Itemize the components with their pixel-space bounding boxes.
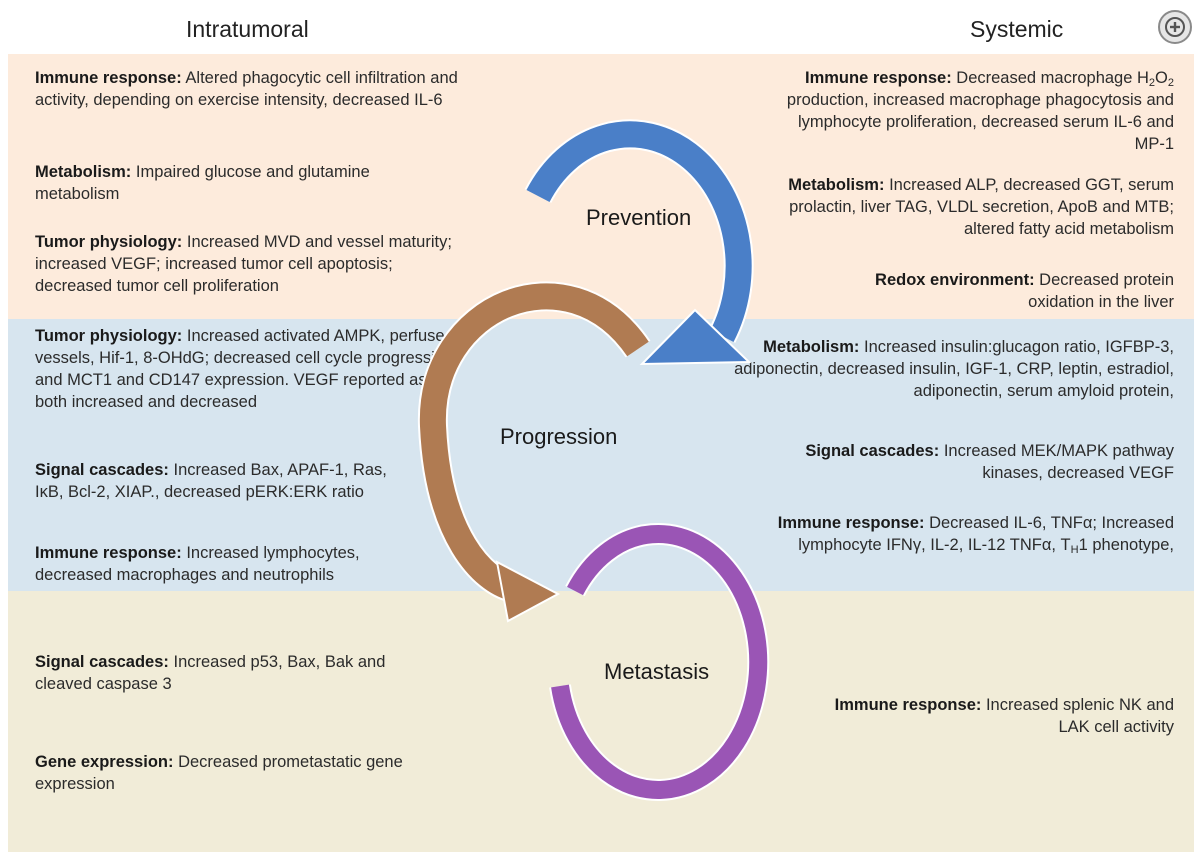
progression-arrow-body [419, 283, 649, 601]
term-label: Tumor physiology: [35, 233, 183, 251]
zoom-in-icon [1165, 17, 1185, 37]
prevention-arrowhead [639, 308, 752, 366]
progression-arrowhead [495, 560, 561, 623]
term-text: Decreased IL-6, TNFα; Increased lymphocy… [798, 514, 1174, 554]
intratumoral-header: Intratumoral [186, 16, 309, 42]
prevention-intratumoral-metabolism: Metabolism: Impaired glucose and glutami… [35, 161, 455, 205]
progression-systemic-metabolism: Metabolism: Increased insulin:glucagon r… [714, 336, 1174, 402]
metastasis-intratumoral-gene-expression: Gene expression: Decreased prometastatic… [35, 751, 475, 795]
prevention-band: Immune response: Altered phagocytic cell… [8, 54, 1194, 319]
prevention-systemic-immune: Immune response: Decreased macrophage H2… [779, 67, 1174, 155]
term-text: O [1155, 69, 1168, 87]
subscript: 2 [1167, 77, 1174, 89]
progression-intratumoral-tumor-physiology: Tumor physiology: Increased activated AM… [35, 325, 455, 413]
term-text: Increased lymphocytes, decreased macroph… [35, 544, 360, 584]
prevention-systemic-redox: Redox environment: Decreased protein oxi… [824, 269, 1174, 313]
term-text: Altered phagocytic cell infiltration and… [35, 69, 458, 109]
term-label: Redox environment: [875, 271, 1035, 289]
metastasis-band: Signal cascades: Increased p53, Bax, Bak… [8, 591, 1194, 852]
progression-band: Tumor physiology: Increased activated AM… [8, 319, 1194, 591]
term-label: Signal cascades: [35, 461, 169, 479]
term-text: Increased splenic NK and LAK cell activi… [985, 696, 1174, 736]
stage-arrows: Prevention Progression Metastasis [417, 119, 770, 801]
prevention-intratumoral-immune: Immune response: Altered phagocytic cell… [35, 67, 515, 111]
term-text: Decreased protein oxidation in the liver [1028, 271, 1174, 311]
term-label: Immune response: [35, 544, 182, 562]
progression-intratumoral-immune: Immune response: Increased lymphocytes, … [35, 542, 435, 586]
term-text: Increased insulin:glucagon ratio, IGFBP-… [734, 338, 1174, 400]
stage-label-metastasis: Metastasis [604, 659, 709, 684]
subscript: 2 [1148, 77, 1156, 89]
term-text: Impaired glucose and glutamine metabolis… [35, 163, 370, 203]
term-label: Metabolism: [763, 338, 860, 356]
term-text: Increased activated AMPK, perfused vesse… [35, 327, 454, 411]
systemic-header: Systemic [970, 16, 1064, 42]
metastasis-systemic-immune: Immune response: Increased splenic NK an… [814, 694, 1174, 738]
term-label: Immune response: [35, 69, 182, 87]
diagram-frame: Intratumoral Systemic Immune response: A… [8, 6, 1194, 852]
term-label: Signal cascades: [805, 442, 940, 460]
term-text: Increased MVD and vessel maturity; incre… [35, 233, 452, 295]
stage-label-progression: Progression [500, 424, 617, 449]
term-text: production, increased macrophage phagocy… [786, 91, 1174, 153]
progression-intratumoral-signal-cascades: Signal cascades: Increased Bax, APAF-1, … [35, 459, 415, 503]
term-label: Signal cascades: [35, 653, 169, 671]
prevention-systemic-metabolism: Metabolism: Increased ALP, decreased GGT… [779, 174, 1174, 240]
term-label: Immune response: [777, 514, 925, 532]
subscript: H [1070, 544, 1079, 556]
term-text: 1 phenotype, [1078, 536, 1174, 554]
term-text: Increased Bax, APAF-1, Ras, IκB, Bcl-2, … [35, 461, 387, 501]
term-label: Tumor physiology: [35, 327, 183, 345]
stage-label-prevention: Prevention [586, 205, 691, 230]
term-text: Increased p53, Bax, Bak and cleaved casp… [35, 653, 386, 693]
column-header-bar: Intratumoral Systemic [8, 6, 1194, 54]
metastasis-intratumoral-signal-cascades: Signal cascades: Increased p53, Bax, Bak… [35, 651, 435, 695]
progression-systemic-signal-cascades: Signal cascades: Increased MEK/MAPK path… [744, 440, 1174, 484]
term-label: Immune response: [834, 696, 982, 714]
metastasis-arrow-body [551, 525, 768, 799]
term-text: Increased MEK/MAPK pathway kinases, decr… [943, 442, 1174, 482]
term-label: Immune response: [804, 69, 952, 87]
term-label: Metabolism: [788, 176, 885, 194]
term-text: Decreased macrophage H [956, 69, 1149, 87]
term-text: Decreased prometastatic gene expression [35, 753, 403, 793]
term-text: Increased ALP, decreased GGT, serum prol… [789, 176, 1174, 238]
progression-systemic-immune: Immune response: Decreased IL-6, TNFα; I… [774, 512, 1174, 556]
zoom-in-button[interactable] [1158, 10, 1192, 44]
term-label: Gene expression: [35, 753, 174, 771]
prevention-arrow-body [526, 121, 752, 342]
term-label: Metabolism: [35, 163, 132, 181]
prevention-intratumoral-tumor-physiology: Tumor physiology: Increased MVD and vess… [35, 231, 460, 297]
